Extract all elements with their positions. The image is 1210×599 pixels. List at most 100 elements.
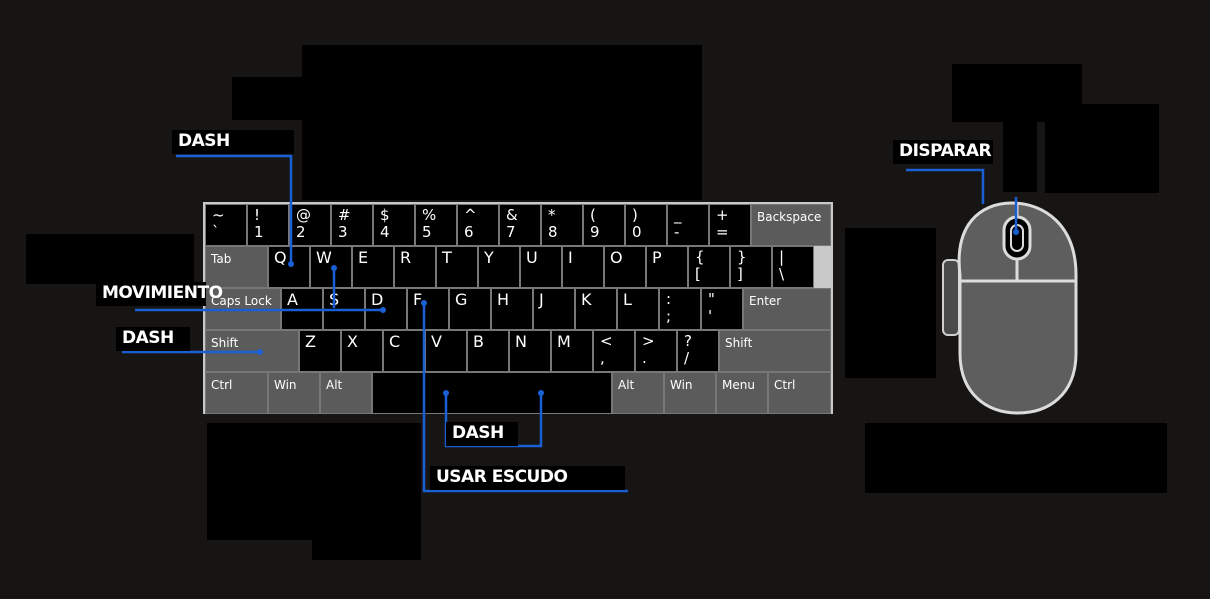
key-label: 3 <box>338 223 348 241</box>
key-t[interactable]: T <box>436 246 478 288</box>
key-c[interactable]: C <box>383 330 425 372</box>
key-shift-label: ( <box>590 206 596 224</box>
key-row1-2[interactable]: @2 <box>289 204 331 246</box>
key-b[interactable]: B <box>467 330 509 372</box>
key-label: Win <box>274 378 297 392</box>
key-label: Y <box>484 248 494 267</box>
key-shift-label: | <box>779 248 785 266</box>
key-k[interactable]: K <box>575 288 617 330</box>
key-alt-left[interactable]: Alt <box>320 372 372 414</box>
key-backspace[interactable]: Backspace <box>751 204 831 246</box>
key-label: ] <box>737 265 743 283</box>
key-label: N <box>515 332 527 351</box>
key-row1-5[interactable]: %5 <box>415 204 457 246</box>
key-row1-10[interactable]: )0 <box>625 204 667 246</box>
key-row1-8[interactable]: *8 <box>541 204 583 246</box>
key-o[interactable]: O <box>604 246 646 288</box>
key-row1-7[interactable]: &7 <box>499 204 541 246</box>
key-label: Z <box>305 332 316 351</box>
key-label: K <box>581 290 592 309</box>
key-z[interactable]: Z <box>299 330 341 372</box>
key-shift-label: # <box>338 206 351 224</box>
key-label: O <box>610 248 623 267</box>
key-label: ; <box>666 307 672 325</box>
key-row3-sym-1[interactable]: "' <box>701 288 743 330</box>
key-label: Q <box>274 248 287 267</box>
key-label: C <box>389 332 401 351</box>
key-x[interactable]: X <box>341 330 383 372</box>
key-p[interactable]: P <box>646 246 688 288</box>
key-label: Tab <box>211 252 232 266</box>
key-shift-label: % <box>422 206 437 224</box>
key-label: X <box>347 332 358 351</box>
key-shift-label: ~ <box>212 206 225 224</box>
dark-panel <box>232 77 307 120</box>
key-ctrl-left[interactable]: Ctrl <box>205 372 268 414</box>
key-tab[interactable]: Tab <box>205 246 268 288</box>
key-label: 6 <box>464 223 474 241</box>
key-shift-label: ? <box>684 332 692 350</box>
key-label: T <box>442 248 452 267</box>
key-label: ` <box>212 223 220 241</box>
key-n[interactable]: N <box>509 330 551 372</box>
label-disparar: DISPARAR <box>893 140 993 164</box>
mouse-body <box>957 201 1078 415</box>
key-label: , <box>600 349 605 367</box>
key-row3-sym-0[interactable]: :; <box>659 288 701 330</box>
key-row4-sym-0[interactable]: <, <box>593 330 635 372</box>
key-f[interactable]: F <box>407 288 449 330</box>
key-row1-12[interactable]: += <box>709 204 751 246</box>
dark-panel <box>865 423 1167 493</box>
label-movimiento: MOVIMIENTO <box>96 282 223 306</box>
label-usar-escudo: USAR ESCUDO <box>430 466 625 490</box>
key-v[interactable]: V <box>425 330 467 372</box>
key-label: Shift <box>725 336 753 350</box>
key-row2-sym-2[interactable]: |\ <box>772 246 814 288</box>
key-shift-right[interactable]: Shift <box>719 330 831 372</box>
key-row1-11[interactable]: _- <box>667 204 709 246</box>
key-label: [ <box>695 265 701 283</box>
key-r[interactable]: R <box>394 246 436 288</box>
key-l[interactable]: L <box>617 288 659 330</box>
key-e[interactable]: E <box>352 246 394 288</box>
key-h[interactable]: H <box>491 288 533 330</box>
key-win-left[interactable]: Win <box>268 372 320 414</box>
key-m[interactable]: M <box>551 330 593 372</box>
key-shift-label: & <box>506 206 518 224</box>
key-row4-sym-2[interactable]: ?/ <box>677 330 719 372</box>
key-ctrl-right[interactable]: Ctrl <box>768 372 831 414</box>
key-label: B <box>473 332 484 351</box>
key-menu[interactable]: Menu <box>716 372 768 414</box>
key-label: Ctrl <box>774 378 796 392</box>
key-alt-right[interactable]: Alt <box>612 372 664 414</box>
key-row4-sym-1[interactable]: >. <box>635 330 677 372</box>
key-row2-sym-0[interactable]: {[ <box>688 246 730 288</box>
key-label: . <box>642 349 647 367</box>
key-row1-4[interactable]: $4 <box>373 204 415 246</box>
key-label: 5 <box>422 223 432 241</box>
key-enter[interactable]: Enter <box>743 288 831 330</box>
key-i[interactable]: I <box>562 246 604 288</box>
dark-panel <box>26 234 194 284</box>
key-label: M <box>557 332 571 351</box>
key-row2-sym-1[interactable]: }] <box>730 246 772 288</box>
key-row1-0[interactable]: ~` <box>205 204 247 246</box>
key-win-right[interactable]: Win <box>664 372 716 414</box>
key-y[interactable]: Y <box>478 246 520 288</box>
key-shift-label: " <box>708 290 715 308</box>
key-u[interactable]: U <box>520 246 562 288</box>
key-space[interactable] <box>372 372 612 414</box>
key-label: U <box>526 248 538 267</box>
key-label: Win <box>670 378 693 392</box>
key-w[interactable]: W <box>310 246 352 288</box>
key-j[interactable]: J <box>533 288 575 330</box>
key-g[interactable]: G <box>449 288 491 330</box>
key-row1-9[interactable]: (9 <box>583 204 625 246</box>
key-row1-1[interactable]: !1 <box>247 204 289 246</box>
key-label: Ctrl <box>211 378 233 392</box>
key-row1-6[interactable]: ^6 <box>457 204 499 246</box>
key-q[interactable]: Q <box>268 246 310 288</box>
label-dash-top: DASH <box>172 130 294 154</box>
key-row1-3[interactable]: #3 <box>331 204 373 246</box>
